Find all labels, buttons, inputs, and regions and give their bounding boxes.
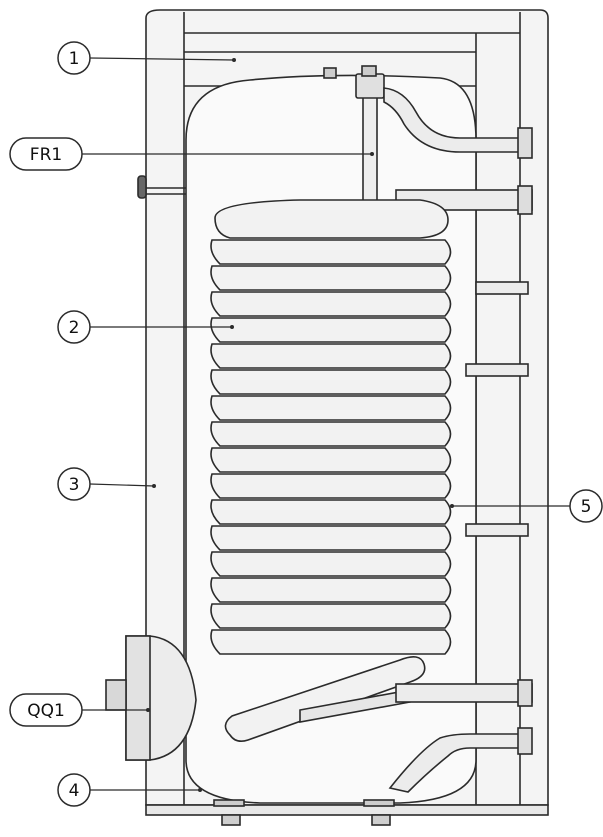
foot-right [371,814,391,826]
leader-dot-1 [232,58,236,62]
connection-flange-2 [517,185,533,215]
leader-dot-fr1 [370,152,374,156]
top-nut-right [361,65,377,77]
callout-badge-4 [57,773,91,807]
top-outlet-pipe [383,87,531,153]
inlet-flange [517,727,533,755]
callout-label-5: 5 [581,497,592,517]
base-plate [145,804,549,816]
sensor-pocket-2 [465,363,529,377]
callout-badge-1 [57,41,91,75]
callout-label-fr1: FR1 [30,145,62,165]
top-nut-left [323,67,337,79]
heater-flange-cover [125,635,151,761]
foot-left [221,814,241,826]
leader-dot-2 [230,325,234,329]
callout-badge-qq1 [9,693,83,727]
callout-label-qq1: QQ1 [27,701,65,721]
callout-badge-3 [57,467,91,501]
leader-dot-4 [198,788,202,792]
outlet-flange-1 [517,127,533,159]
callout-badge-fr1 [9,137,83,171]
leader-line-1 [89,57,235,61]
sensor-cap [355,73,385,99]
callout-badge-2 [57,310,91,344]
callout-label-4: 4 [69,781,80,801]
heat-exchanger-coil [210,199,452,742]
leader-dot-3 [152,484,156,488]
callout-badge-5 [569,489,603,523]
coil-outlet-pipe [395,683,533,703]
callout-label-2: 2 [69,318,80,338]
leader-dot-5 [450,504,454,508]
leader-line-3 [89,483,155,487]
sensor-pocket-1 [475,281,529,295]
sensor-rod [362,94,378,216]
bottom-bump-right [363,799,395,807]
bottom-bump-left [213,799,245,807]
side-knob-left [137,175,147,199]
leader-dot-qq1 [146,708,150,712]
callout-label-1: 1 [69,49,80,69]
heater-knob [105,679,127,711]
sensor-pocket-3 [465,523,529,537]
callout-label-3: 3 [69,475,80,495]
coil-outlet-flange [517,679,533,707]
